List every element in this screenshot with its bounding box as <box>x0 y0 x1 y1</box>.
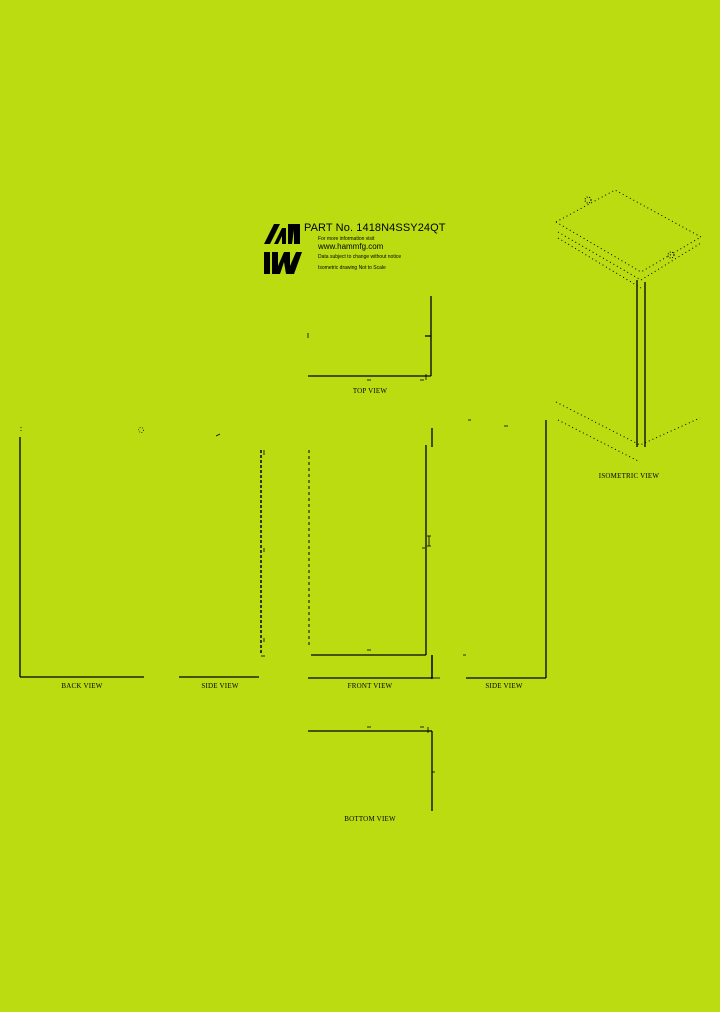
bottom-view-label: BOTTOM VIEW <box>344 815 396 823</box>
scale-note: Isometric drawing Not to Scale <box>318 265 386 271</box>
side-view-left-label: SIDE VIEW <box>201 682 239 690</box>
website-link[interactable]: www.hammfg.com <box>318 242 384 251</box>
more-info-text: For more information visit <box>318 236 375 242</box>
back-view-label: BACK VIEW <box>61 682 103 690</box>
front-view-drawing <box>308 428 440 679</box>
isometric-view-drawing <box>555 189 703 463</box>
back-view-drawing <box>19 427 221 678</box>
side-view-left-drawing <box>179 450 265 678</box>
top-view-drawing <box>307 296 432 381</box>
title-block: PART No. 1418N4SSY24QT For more informat… <box>262 222 462 277</box>
top-view-label: TOP VIEW <box>352 387 388 395</box>
isometric-view-label: ISOMETRIC VIEW <box>598 472 660 480</box>
disclaimer-text: Data subject to change without notice <box>318 254 402 260</box>
front-view-label: FRONT VIEW <box>347 682 393 690</box>
side-view-right-label: SIDE VIEW <box>485 682 523 690</box>
bottom-view-drawing <box>308 726 435 811</box>
side-view-right-drawing <box>431 419 547 679</box>
part-number: PART No. 1418N4SSY24QT <box>304 222 446 234</box>
hammond-logo-icon <box>264 224 302 274</box>
